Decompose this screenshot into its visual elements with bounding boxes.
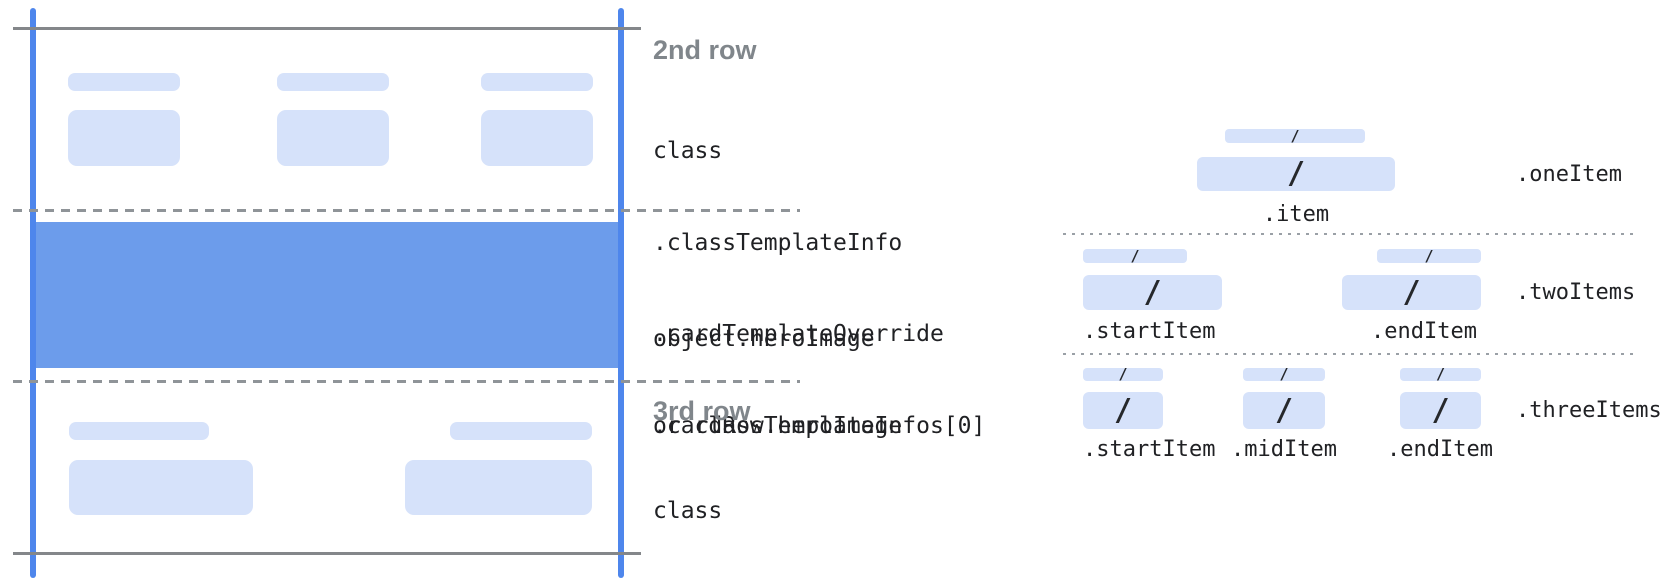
enditem-label: .endItem: [1387, 437, 1493, 462]
twoitems-start-value-bar: /: [1083, 275, 1222, 310]
row2-path-line: class: [653, 138, 723, 164]
hero-path-line: or class.heroImage: [653, 413, 903, 439]
twoitems-end-value-bar: /: [1342, 275, 1481, 310]
row3-item1-label-chip: [69, 422, 209, 440]
row3-heading: 3rd row: [653, 396, 751, 426]
startitem-label: .startItem: [1083, 319, 1216, 344]
slash-icon: /: [1290, 126, 1300, 145]
slash-icon: /: [1118, 365, 1128, 383]
row2-item3-value-chip: [481, 110, 593, 166]
twoitems-label: .twoItems: [1516, 280, 1636, 305]
threeitems-label: .threeItems: [1516, 398, 1662, 423]
twoitems-dotted-divider: [1063, 353, 1636, 355]
slash-icon: /: [1143, 274, 1162, 310]
row2-dashed-divider: [13, 209, 800, 212]
threeitems-mid-value-bar: /: [1243, 392, 1325, 429]
slash-icon: /: [1274, 392, 1294, 428]
row2-path-line: .cardTemplateOverride: [653, 321, 944, 347]
row3-path-block: class .classTemplateInfo .cardTemplateOv…: [653, 435, 985, 584]
threeitems-end-label-bar: /: [1400, 365, 1481, 383]
row3-path-line: class: [653, 498, 723, 524]
threeitems-end-value-bar: /: [1400, 392, 1481, 429]
row2-item2-value-chip: [277, 110, 389, 166]
card-bottom-rule: [13, 552, 641, 555]
row2-item2-label-chip: [277, 73, 389, 91]
twoitems-end-label-bar: /: [1377, 246, 1481, 265]
oneitem-label-bar: /: [1225, 126, 1365, 145]
card-right-guide-line: [618, 8, 624, 578]
row2-heading: 2nd row: [653, 35, 757, 65]
row2-item1-value-chip: [68, 110, 180, 166]
row3-dashed-divider: [13, 380, 800, 383]
row2-path-block: class .classTemplateInfo .cardTemplateOv…: [653, 75, 985, 502]
startitem-label: .startItem: [1083, 437, 1216, 462]
threeitems-mid-label-bar: /: [1243, 365, 1325, 383]
card-top-rule: [13, 27, 641, 30]
hero-image-band: [36, 222, 618, 368]
row2-path-line: .classTemplateInfo: [653, 229, 903, 256]
card-left-guide-line: [30, 8, 36, 578]
slash-icon: /: [1431, 392, 1450, 428]
twoitems-start-label-bar: /: [1083, 246, 1187, 265]
row3-item2-value-chip: [405, 460, 592, 515]
row2-item3-label-chip: [481, 73, 593, 91]
threeitems-start-value-bar: /: [1083, 392, 1163, 429]
row3-item2-label-chip: [450, 422, 592, 440]
slash-icon: /: [1402, 274, 1421, 310]
row2-path-line: .cardRowTemplateInfos[0]: [653, 412, 986, 439]
row2-item1-label-chip: [68, 73, 180, 91]
slash-icon: /: [1286, 156, 1306, 191]
oneitem-label: .oneItem: [1516, 162, 1622, 187]
threeitems-start-label-bar: /: [1083, 365, 1163, 383]
item-label: .item: [1262, 202, 1330, 227]
slash-icon: /: [1130, 246, 1140, 265]
enditem-label: .endItem: [1371, 319, 1477, 344]
hero-path-line: object.heroImage: [653, 326, 875, 352]
row3-item1-value-chip: [69, 460, 253, 515]
slash-icon: /: [1435, 365, 1446, 383]
oneitem-dotted-divider: [1063, 233, 1636, 235]
slash-icon: /: [1424, 246, 1434, 265]
slash-icon: /: [1279, 365, 1289, 383]
oneitem-value-bar: /: [1197, 157, 1395, 191]
hero-path-block: object.heroImage or class.heroImage: [653, 267, 902, 499]
slash-icon: /: [1113, 392, 1133, 428]
miditem-label: .midItem: [1231, 437, 1337, 462]
